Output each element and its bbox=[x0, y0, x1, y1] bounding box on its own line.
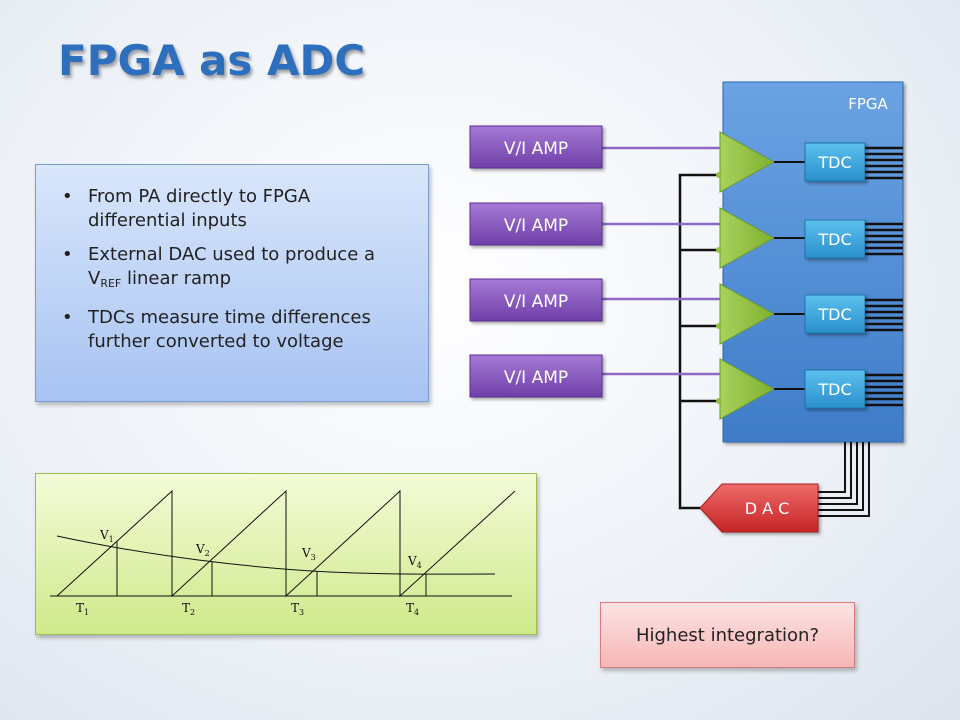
dac-label: D A C bbox=[745, 499, 790, 518]
t2-label: T2 bbox=[182, 601, 195, 617]
t1-label: T1 bbox=[76, 601, 89, 617]
t3-label: T3 bbox=[291, 601, 304, 617]
tdc-4-outputs bbox=[865, 373, 903, 407]
comparator-4-input bbox=[716, 398, 722, 404]
decay-curve bbox=[56, 535, 496, 575]
tdc-3-outputs bbox=[865, 298, 903, 332]
t4-label: T4 bbox=[406, 601, 419, 617]
vi-amp-3-label: V/I AMP bbox=[504, 292, 568, 312]
comparator-2 bbox=[719, 207, 776, 269]
tdc-2 bbox=[804, 219, 866, 259]
bullet-item-3: TDCs measure time differences further co… bbox=[62, 306, 412, 354]
bullet-2-text-end: linear ramp bbox=[121, 268, 231, 289]
v1-label: V1 bbox=[99, 528, 114, 544]
ramp-waveform bbox=[56, 489, 516, 598]
comparator-2-input bbox=[716, 247, 722, 253]
v3-label: V3 bbox=[301, 546, 316, 562]
tdc-3-label: TDC bbox=[817, 305, 851, 324]
vi-amp-3 bbox=[469, 278, 603, 322]
vref-subscript: REF bbox=[100, 277, 122, 290]
channel-3: V/I AMP TDC bbox=[469, 278, 903, 345]
bullet-item-1: From PA directly to FPGA differential in… bbox=[62, 185, 412, 233]
dac-block bbox=[699, 483, 819, 533]
graph-labels: V1 V2 V3 V4 T1 T2 T3 T4 bbox=[76, 528, 422, 617]
vi-amp-1-label: V/I AMP bbox=[504, 139, 568, 159]
v4-label: V4 bbox=[407, 554, 422, 570]
bullet-panel: From PA directly to FPGA differential in… bbox=[35, 164, 429, 402]
comparator-1-input bbox=[716, 172, 722, 178]
page-title: FPGA as ADC bbox=[58, 36, 366, 85]
comparator-4 bbox=[719, 358, 776, 420]
ramp-graph bbox=[50, 489, 516, 598]
dac-bus bbox=[818, 442, 870, 517]
highest-integration-box: Highest integration? bbox=[600, 602, 855, 668]
ramp-wiring bbox=[678, 173, 720, 510]
tdc-1-label: TDC bbox=[817, 153, 851, 172]
vi-amp-1 bbox=[469, 125, 603, 169]
channel-2: V/I AMP TDC bbox=[469, 202, 903, 269]
bullet-item-2: External DAC used to produce a VREF line… bbox=[62, 243, 412, 296]
bullet-2-text: External DAC used to produce a V bbox=[88, 244, 376, 289]
vi-amp-4-label: V/I AMP bbox=[504, 368, 568, 388]
tdc-4 bbox=[804, 369, 866, 409]
vi-amp-4 bbox=[469, 354, 603, 398]
tdc-2-outputs bbox=[865, 222, 903, 256]
vi-amp-2 bbox=[469, 202, 603, 246]
fpga-label: FPGA bbox=[848, 95, 888, 113]
v2-label: V2 bbox=[195, 542, 210, 558]
channel-1: V/I AMP TDC bbox=[469, 125, 903, 193]
tdc-3 bbox=[804, 294, 866, 334]
tdc-1-outputs bbox=[865, 146, 903, 180]
comparator-1 bbox=[719, 131, 776, 193]
tdc-2-label: TDC bbox=[817, 230, 851, 249]
comparator-3 bbox=[719, 283, 776, 345]
tdc-1 bbox=[804, 142, 866, 182]
tdc-4-label: TDC bbox=[817, 380, 851, 399]
vi-amp-2-label: V/I AMP bbox=[504, 216, 568, 236]
channel-4: V/I AMP TDC bbox=[469, 354, 903, 420]
comparator-3-input bbox=[716, 323, 722, 329]
bullet-list: From PA directly to FPGA differential in… bbox=[60, 185, 412, 354]
